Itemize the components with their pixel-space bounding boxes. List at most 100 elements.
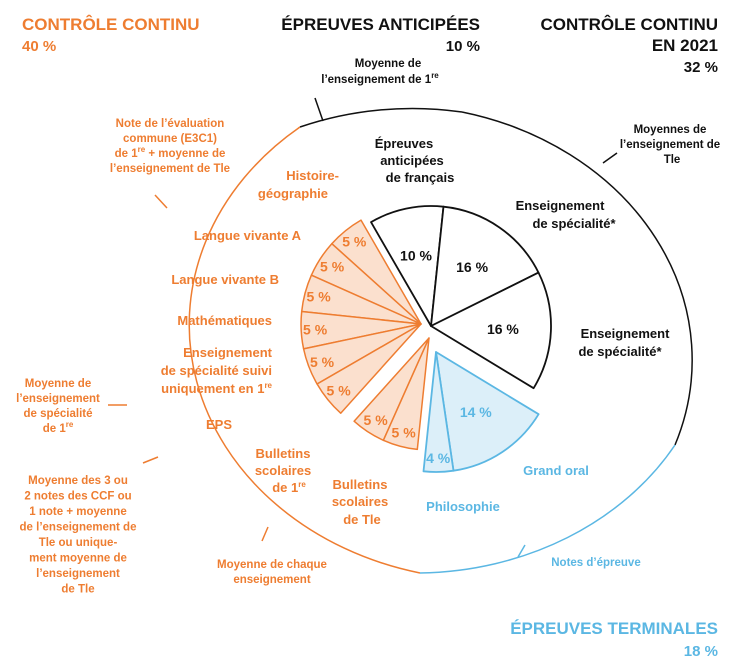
pie-slice-label-4: 5 % (303, 322, 328, 338)
annotation-moyenne-chaque-2: enseignement (233, 574, 310, 586)
header-controle-continu-pct: 40 % (22, 38, 56, 55)
pie-slice-label-8: 5 % (392, 425, 417, 441)
label-spe-tle-b-1: Enseignement (581, 326, 671, 341)
annotation-ccf-line-6: ment moyenne de (29, 553, 127, 565)
label-langue-b: Langue vivante B (171, 272, 279, 287)
annotation-e3c1-1: Note de l’évaluation (116, 118, 225, 130)
label-spe-tle-b-2: de spécialité* (578, 344, 662, 359)
label-francais-3: de français (386, 170, 455, 185)
label-spe-1re-1: Enseignement (183, 345, 273, 360)
annotation-e3c1-2: commune (E3C1) (123, 133, 217, 145)
label-francais-2: anticipées (380, 153, 444, 168)
annotation-moyennes-tle-3: Tle (664, 154, 681, 166)
annotation-spe-1re-1: Moyenne de (25, 378, 91, 390)
tick-moyenne-ccf (142, 456, 159, 464)
annotation-moyennes-tle-2: l’enseignement de (620, 139, 720, 151)
annotation-ccf-line-1: Moyenne des 3 ou (28, 475, 128, 487)
pie-slice-label-5: 5 % (310, 354, 335, 370)
header-epreuves-terminales: ÉPREUVES TERMINALES 18 % (510, 619, 718, 660)
label-bulletins-1re-3a: de 1 (272, 480, 298, 495)
pie-slice-10 (430, 205, 540, 327)
header-controle-continu: CONTRÔLE CONTINU 40 % (22, 15, 200, 55)
tick-note-e3c1 (154, 194, 168, 209)
pie-slice-label-6: 5 % (327, 383, 352, 399)
pie-slice-label-13: 4 % (426, 450, 451, 466)
pie-slice-12 (435, 351, 540, 472)
subject-labels: Histoire- géographie Langue vivante A La… (161, 136, 670, 527)
annotation-spe-1re-4sup: re (66, 420, 74, 429)
label-francais-1: Épreuves (375, 136, 434, 151)
header-epreuves-terminales-title: ÉPREUVES TERMINALES (510, 619, 718, 638)
pie-slice-8 (382, 337, 430, 451)
outer-arc-controle-continu-2021 (461, 111, 693, 446)
header-cc2021-pct: 32 % (684, 59, 718, 76)
tick-notes-epreuve (517, 544, 526, 558)
label-histoire-geo-2: géographie (258, 186, 328, 201)
annotation-moyenne-1re-1: Moyenne de (355, 58, 421, 70)
annotation-e3c1-3a: de 1 (115, 148, 139, 160)
annotation-ccf-line-2: 2 notes des CCF ou (24, 491, 131, 503)
label-eps: EPS (206, 417, 232, 432)
label-bulletins-1re-3sup: re (298, 480, 306, 489)
annotation-moyenne-chaque-1: Moyenne de chaque (217, 559, 327, 571)
label-bulletins-tle-3: de Tle (343, 512, 381, 527)
tick-moyenne-chaque (261, 526, 269, 542)
annotation-e3c1-3sup: re (138, 145, 146, 154)
label-spe-1re-3a: uniquement en 1 (161, 381, 264, 396)
label-spe-tle-a-1: Enseignement (516, 198, 606, 213)
pie-slice-9 (370, 205, 445, 327)
label-histoire-geo-1: Histoire- (286, 168, 339, 183)
annotation-moyenne-1re-2a: l’enseignement de 1 (321, 74, 432, 86)
pie-slice-label-1: 5 % (342, 234, 367, 250)
tick-moyennes-tle (602, 152, 618, 164)
annotation-e3c1-4: l’enseignement de Tle (110, 163, 230, 175)
pie-slice-label-9: 10 % (400, 248, 432, 264)
pie-slice-label-3: 5 % (307, 289, 332, 305)
header-epreuves-anticipees-title: ÉPREUVES ANTICIPÉES (281, 15, 480, 34)
pie-wedges (300, 205, 552, 473)
annotation-moyenne-1re-2: l’enseignement de 1re (321, 71, 439, 86)
annotation-ccf-line-7: l’enseignement (36, 568, 120, 580)
annotation-moyenne-1re-sup: re (431, 71, 439, 80)
annotation-ccf-line-5: Tle ou unique- (39, 537, 118, 549)
label-spe-1re-3sup: re (264, 381, 272, 390)
pie-slice-13 (422, 351, 455, 473)
header-cc2021-title-line2: EN 2021 (652, 36, 718, 55)
pie-slice-label-2: 5 % (320, 258, 345, 274)
pie-slice-label-7: 5 % (364, 412, 389, 428)
header-epreuves-anticipees: ÉPREUVES ANTICIPÉES 10 % (281, 15, 480, 55)
annotation-spe-1re-2: l’enseignement (16, 393, 100, 405)
annotation-e3c1-3b: + moyenne de (145, 148, 225, 160)
outer-ring (188, 107, 693, 574)
pie-slice-label-12: 14 % (460, 404, 492, 420)
annotation-ccf-line-3: 1 note + moyenne (29, 506, 126, 518)
pie-slice-6 (316, 323, 422, 414)
label-bulletins-1re-1: Bulletins (256, 446, 311, 461)
outer-arc-epreuves-anticipees (299, 107, 463, 128)
annotation-ccf: Moyenne des 3 ou 2 notes des CCF ou 1 note… (20, 475, 137, 596)
annotation-spe-1re-4: de 1re (43, 420, 74, 435)
annotation-ccf-line-8: de Tle (61, 584, 94, 596)
label-bulletins-1re-3: de 1re (272, 480, 306, 495)
label-spe-1re-2: de spécialité suivi (161, 363, 272, 378)
pie-percentage-labels: 5 %5 %5 %5 %5 %5 %5 %5 %10 %16 %16 %14 %… (303, 234, 519, 466)
label-bulletins-1re-2: scolaires (255, 463, 311, 478)
label-spe-tle-a-2: de spécialité* (532, 216, 616, 231)
annotation-e3c1-3: de 1re + moyenne de (115, 145, 226, 160)
header-controle-continu-title: CONTRÔLE CONTINU (22, 15, 200, 34)
tick-moyenne-1re (314, 97, 324, 122)
header-epreuves-anticipees-pct: 10 % (446, 38, 480, 55)
label-grand-oral: Grand oral (523, 463, 589, 478)
header-controle-continu-2021: CONTRÔLE CONTINU EN 2021 32 % (540, 15, 718, 76)
header-epreuves-terminales-pct: 18 % (684, 643, 718, 660)
annotations: Moyenne de l’enseignement de 1re Moyenne… (16, 58, 720, 596)
annotation-spe-1re-4a: de 1 (43, 423, 67, 435)
pie-slice-label-10: 16 % (456, 259, 488, 275)
annotation-ticks (108, 97, 618, 558)
pie-slice-11 (430, 271, 552, 390)
label-spe-1re-3: uniquement en 1re (161, 381, 272, 396)
annotation-notes-epreuve: Notes d’épreuve (551, 557, 640, 569)
label-bulletins-tle-1: Bulletins (333, 477, 388, 492)
